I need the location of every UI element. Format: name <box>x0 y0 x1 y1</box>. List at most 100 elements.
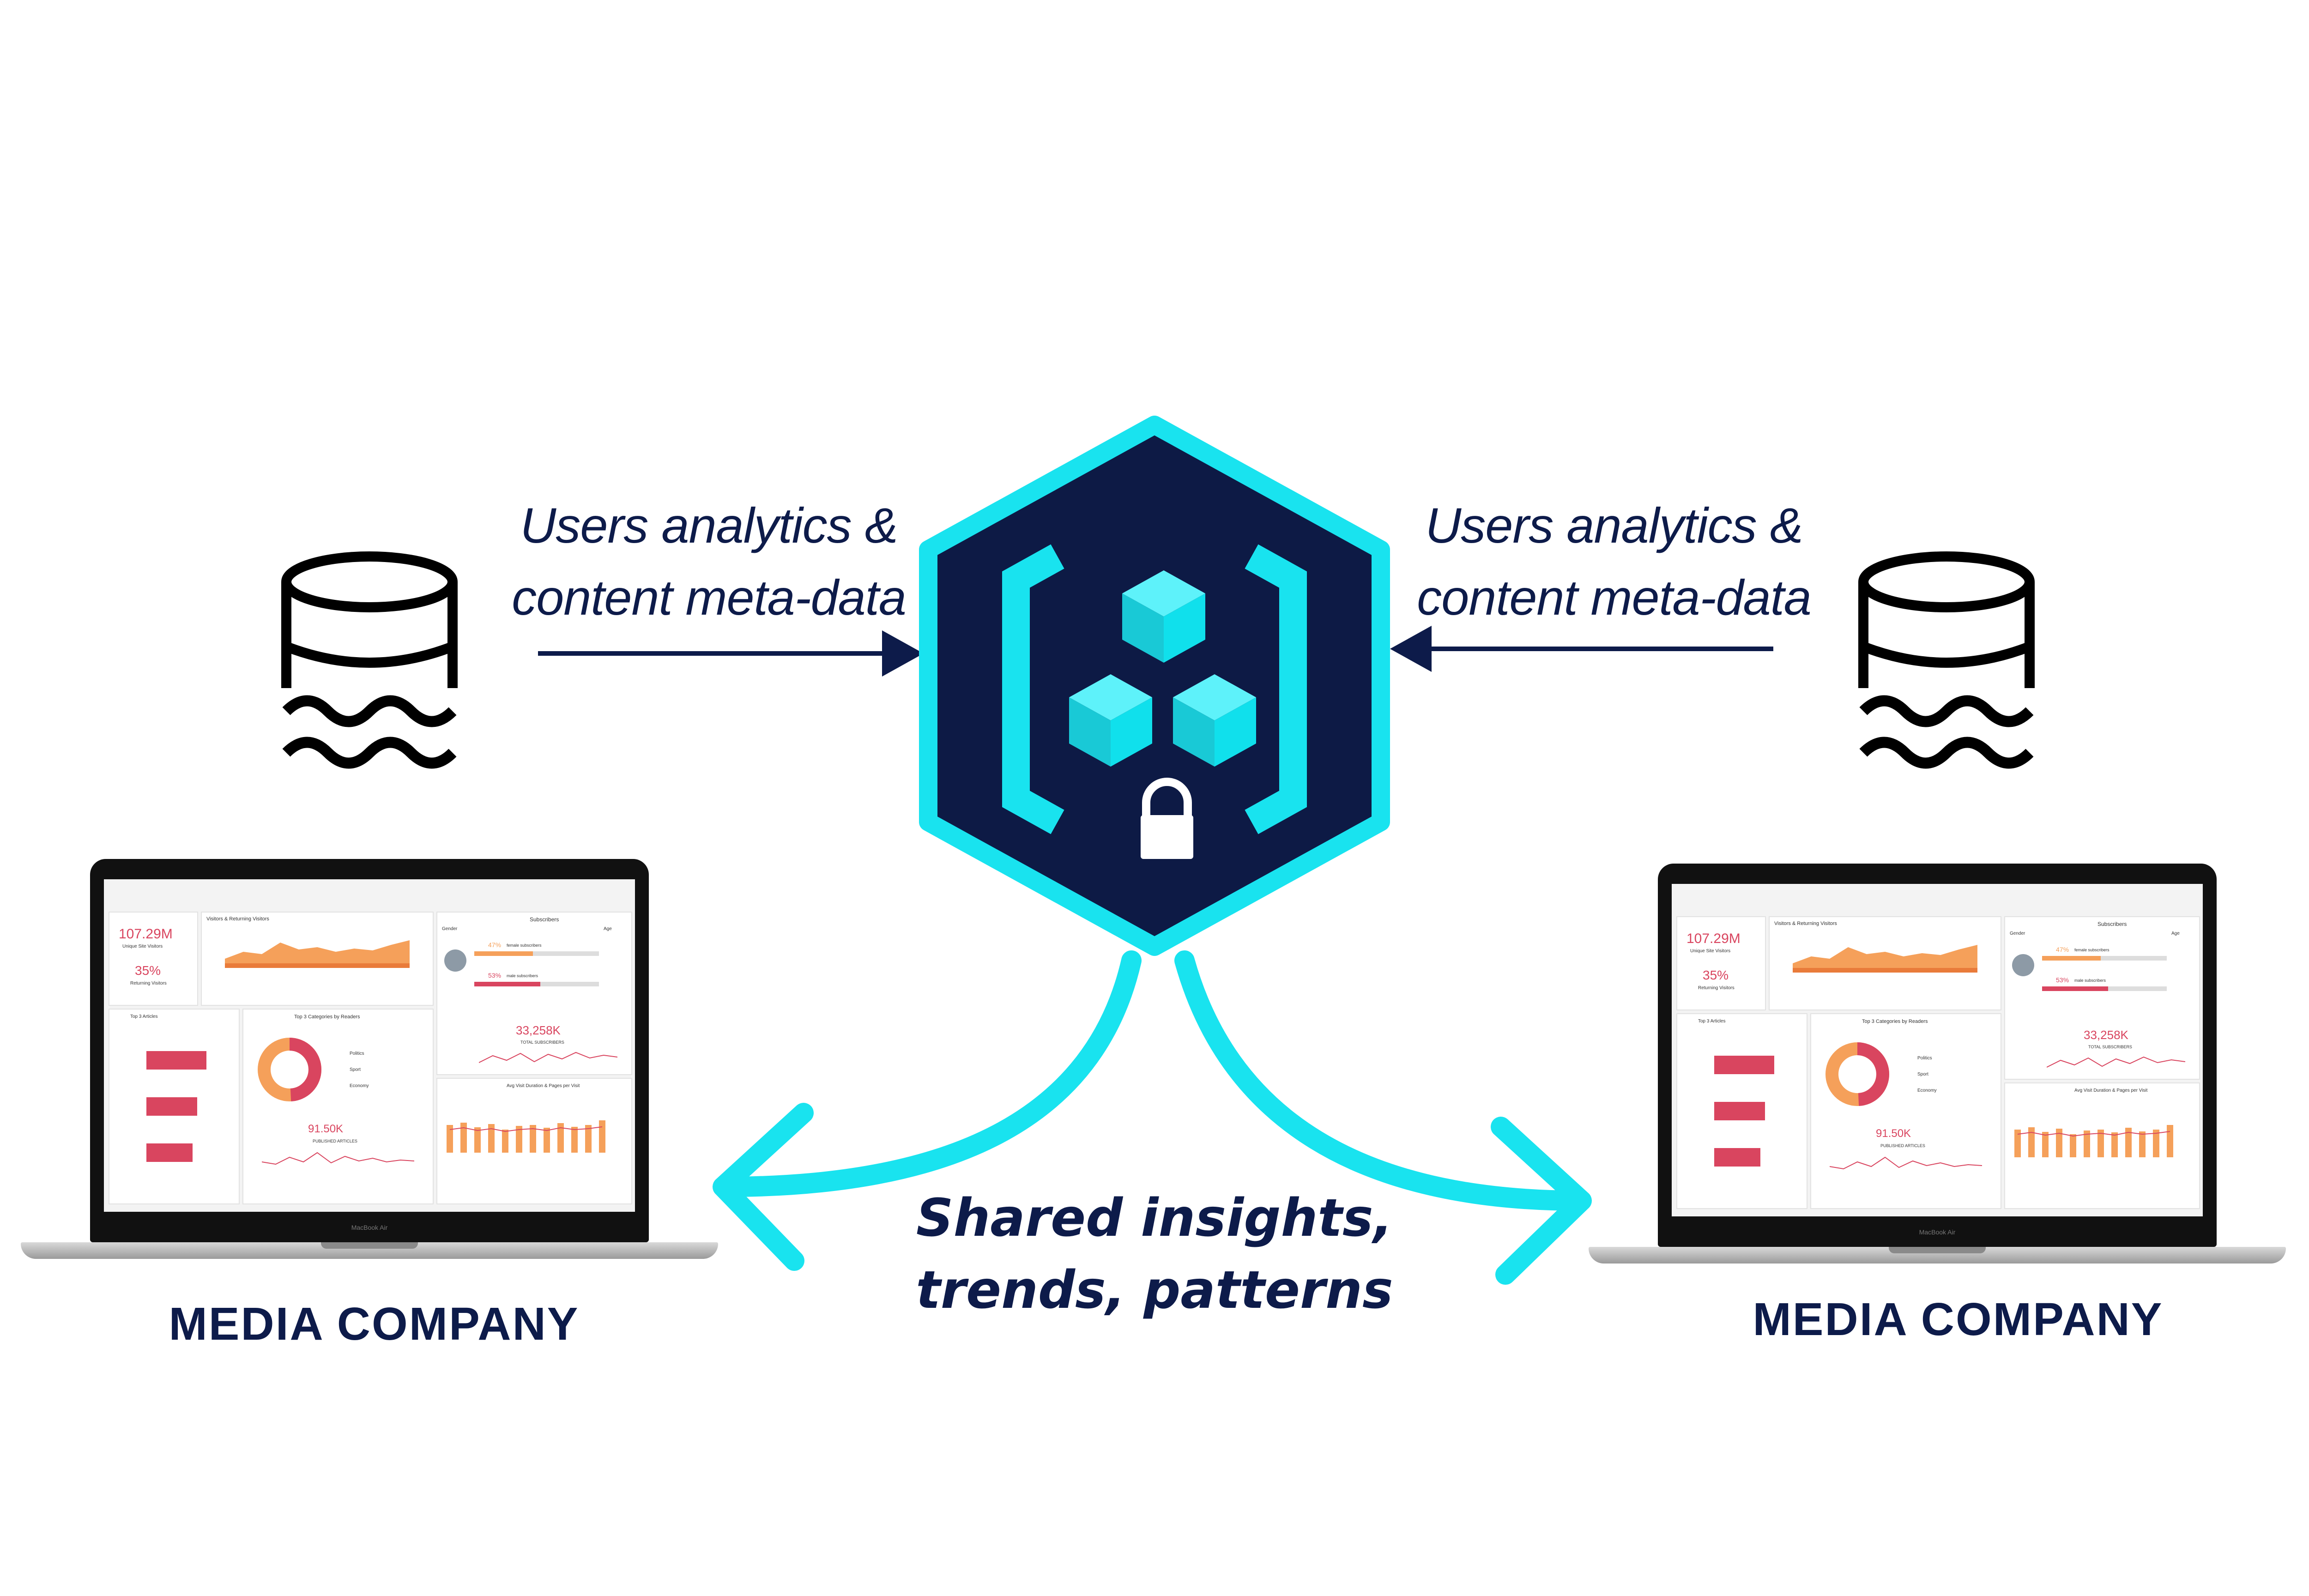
shared-label-line: Shared insights, <box>916 1188 1393 1248</box>
subscribers-title: Subscribers <box>530 916 559 923</box>
articles-card: Top 3 Articles <box>1676 1013 1807 1209</box>
subs-sparkline <box>2047 1056 2185 1068</box>
female-label: female subscribers <box>507 943 542 948</box>
visitors-card: 107.29M Unique Site Visitors 35% Returni… <box>1676 916 1766 1010</box>
female-pct: 47% <box>488 941 502 949</box>
article-bar <box>1714 1056 1774 1074</box>
categories-title: Top 3 Categories by Readers <box>294 1014 360 1020</box>
returning-label: Returning Visitors <box>1698 985 1735 991</box>
visitors-value: 107.29M <box>1686 931 1741 946</box>
laptop-left: 107.29M Unique Site Visitors 35% Returni… <box>21 859 718 1265</box>
article-bar <box>146 1051 206 1070</box>
shared-insights-label: Shared insights, trends, patterns <box>831 1182 1478 1326</box>
total-subs-label: TOTAL SUBSCRIBERS <box>2088 1045 2132 1049</box>
total-subs-label: TOTAL SUBSCRIBERS <box>520 1040 564 1045</box>
visitors-card: 107.29M Unique Site Visitors 35% Returni… <box>109 912 198 1006</box>
category-label: Economy <box>350 1083 369 1088</box>
category-label: Politics <box>350 1051 364 1056</box>
duration-bar-chart <box>447 1120 605 1153</box>
returning-label: Returning Visitors <box>130 981 167 986</box>
laptop-screen-frame: 107.29M Unique Site Visitors 35% Returni… <box>90 859 649 1242</box>
categories-title: Top 3 Categories by Readers <box>1862 1019 1928 1024</box>
laptop-right: 107.29M Unique Site Visitors 35% Returni… <box>1589 864 2286 1270</box>
article-bar <box>1714 1102 1765 1120</box>
subs-sparkline <box>479 1052 617 1063</box>
duration-bar-chart <box>2014 1125 2173 1157</box>
donut-chart <box>258 1038 321 1101</box>
subscribers-title: Subscribers <box>2097 921 2127 927</box>
flow-label-line: content meta-data <box>512 569 907 625</box>
secure-enclave-hexagon-icon <box>919 416 1390 956</box>
duration-card: Avg Visit Duration & Pages per Visit <box>436 1078 632 1204</box>
male-bar <box>474 982 599 986</box>
visitors-chart-card: Visitors & Returning Visitors <box>1769 916 2001 1010</box>
avatar-icon <box>444 949 466 972</box>
lock-icon <box>1141 778 1193 859</box>
company-label-right: MEDIA COMPANY <box>1753 1294 2164 1345</box>
category-label: Politics <box>1917 1056 1932 1061</box>
outbound-arrow-right <box>1174 950 1592 1285</box>
visitors-value: 107.29M <box>119 926 173 942</box>
laptop-brand: MacBook Air <box>351 1224 388 1231</box>
laptop-notch <box>1889 1247 1986 1253</box>
published-sparkline <box>1830 1156 1982 1170</box>
avatar-icon <box>2012 954 2034 976</box>
published-sparkline <box>262 1152 414 1165</box>
female-label: female subscribers <box>2074 948 2110 952</box>
male-label: male subscribers <box>2074 978 2106 983</box>
article-bar <box>146 1143 193 1162</box>
flow-label-line: content meta-data <box>1417 569 1812 625</box>
age-label: Age <box>604 926 612 931</box>
gender-label: Gender <box>442 926 458 931</box>
flow-label-line: Users analytics & <box>520 497 898 553</box>
database-icon <box>1858 551 2035 769</box>
duration-title: Avg Visit Duration & Pages per Visit <box>507 1083 580 1088</box>
male-label: male subscribers <box>507 973 538 978</box>
area-chart <box>225 940 410 968</box>
laptop-screen-frame: 107.29M Unique Site Visitors 35% Returni… <box>1658 864 2217 1247</box>
returning-value: 35% <box>135 963 161 978</box>
female-pct: 47% <box>2056 946 2069 953</box>
cube-icon <box>1122 570 1205 663</box>
subscribers-card: Subscribers Gender Age 47% female subscr… <box>2004 916 2200 1080</box>
total-subs-value: 33,258K <box>2084 1028 2128 1042</box>
categories-card: Top 3 Categories by Readers Politics Spo… <box>1810 1013 2001 1209</box>
age-label: Age <box>2171 931 2180 936</box>
category-label: Economy <box>1917 1088 1937 1093</box>
article-bar <box>1714 1148 1760 1167</box>
articles-card: Top 3 Articles <box>109 1009 240 1204</box>
returning-value: 35% <box>1703 968 1729 982</box>
article-bar <box>146 1097 197 1116</box>
male-bar <box>2042 986 2167 991</box>
laptop-brand: MacBook Air <box>1919 1228 1956 1236</box>
flow-label-line: Users analytics & <box>1425 497 1803 553</box>
total-subs-value: 33,258K <box>516 1023 561 1037</box>
female-bar <box>474 951 599 956</box>
chart-title: Visitors & Returning Visitors <box>1774 921 1837 926</box>
company-label-left: MEDIA COMPANY <box>169 1298 580 1350</box>
gender-label: Gender <box>2010 931 2025 936</box>
duration-title: Avg Visit Duration & Pages per Visit <box>2074 1088 2148 1093</box>
male-pct: 53% <box>488 972 502 979</box>
analytics-dashboard: 107.29M Unique Site Visitors 35% Returni… <box>1672 884 2203 1216</box>
analytics-dashboard: 107.29M Unique Site Visitors 35% Returni… <box>104 879 635 1212</box>
subscribers-card: Subscribers Gender Age 47% female subscr… <box>436 912 632 1075</box>
database-icon <box>281 551 458 769</box>
flow-label-left: Users analytics & content meta-data <box>501 490 917 634</box>
articles-title: Top 3 Articles <box>1698 1019 1726 1024</box>
articles-title: Top 3 Articles <box>130 1014 158 1019</box>
published-label: PUBLISHED ARTICLES <box>1880 1143 1925 1148</box>
category-label: Sport <box>350 1067 361 1072</box>
categories-card: Top 3 Categories by Readers Politics Spo… <box>242 1009 434 1204</box>
published-value: 91.50K <box>1876 1127 1911 1140</box>
donut-chart <box>1825 1042 1889 1106</box>
published-label: PUBLISHED ARTICLES <box>313 1139 357 1143</box>
visitors-label: Unique Site Visitors <box>122 944 163 949</box>
cube-icon <box>1069 674 1152 767</box>
visitors-label: Unique Site Visitors <box>1690 949 1731 954</box>
laptop-notch <box>321 1242 418 1249</box>
area-chart <box>1793 945 1977 973</box>
category-label: Sport <box>1917 1072 1928 1077</box>
duration-card: Avg Visit Duration & Pages per Visit <box>2004 1082 2200 1209</box>
